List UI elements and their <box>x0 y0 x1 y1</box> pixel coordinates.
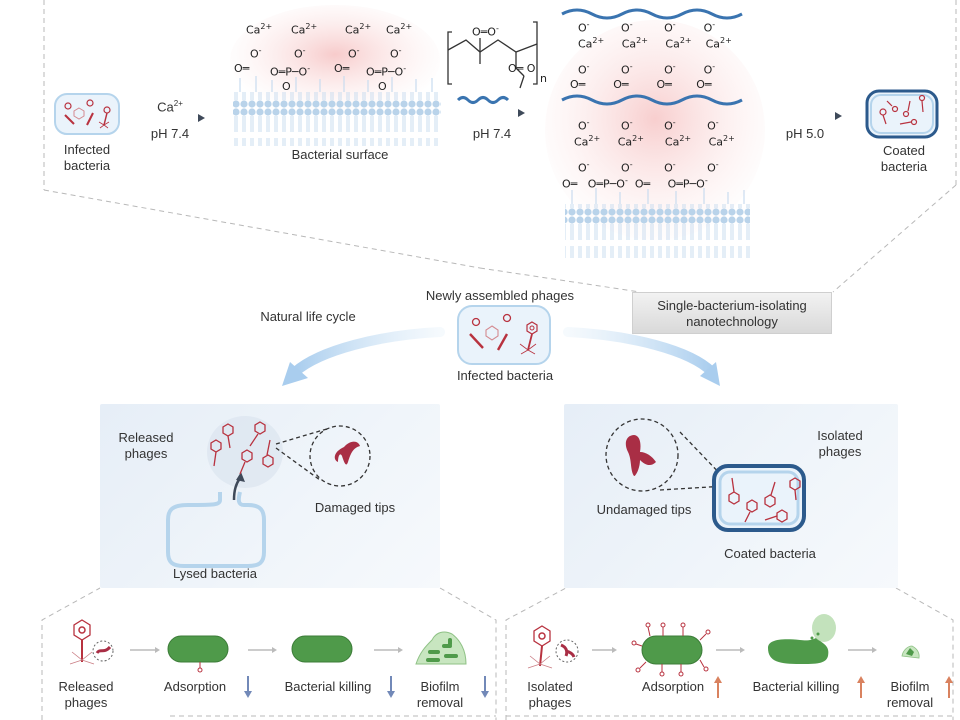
phosphate-group-2: O- <box>390 46 402 61</box>
arrow-step2 <box>460 109 525 117</box>
calcium-ion-3: Ca2+ <box>345 22 372 37</box>
bottom-right-border <box>505 587 954 720</box>
calcium-glow-2 <box>545 20 765 240</box>
bacterium-icon-1 <box>167 635 229 663</box>
step1-reagent: Ca2+ <box>157 99 183 115</box>
arrow-natural-life-cycle <box>282 327 445 386</box>
damaged-tip-icon <box>334 441 360 465</box>
phosphate-1-ester: O <box>282 80 291 93</box>
carbonyl-1: O═ <box>234 62 250 75</box>
step2-condition: pH 7.4 <box>472 126 512 141</box>
arrow-isolating-nanotechnology <box>563 327 720 386</box>
biofilm-increase-arrow-icon <box>944 676 954 703</box>
crosslink-oxygens-4: O- O- O- O- <box>578 160 719 175</box>
adsorption-decrease-arrow-icon <box>243 676 253 703</box>
polymer-subscript: n <box>540 72 547 85</box>
bottom-left-border <box>41 587 497 720</box>
biofilm-icon-large <box>415 631 467 665</box>
isolated-phages-label: Isolated phages <box>817 428 863 459</box>
carboxylate-group-1: O- <box>250 46 262 61</box>
crosslink-surface-groups: O═ O═P─O- O═ O═P─O- <box>562 176 708 191</box>
biofilm-icon-small <box>901 645 920 659</box>
single-adsorbed-phage <box>197 662 203 673</box>
arrow-step3 <box>778 112 842 120</box>
bacterial-membrane-1 <box>233 92 441 146</box>
coated-bacteria-panel-label: Coated bacteria <box>724 546 816 561</box>
undamaged-tips-label: Undamaged tips <box>596 502 692 517</box>
lysed-bacteria-icon <box>166 416 371 568</box>
arrow-step1 <box>140 114 205 122</box>
crosslink-carbonyls-1: O═ O═ O═ O═ <box>570 78 712 91</box>
adsorption-increase-arrow-icon <box>713 676 723 703</box>
carboxylate-group-2: O- <box>348 46 360 61</box>
crosslink-oxygens-1: O- O- O- O- <box>578 20 716 35</box>
phosphate-1-core: O═P─O- <box>270 64 311 79</box>
isolated-phage-icon <box>527 625 579 669</box>
bottom-left-step-3: Bacterial killing <box>284 679 372 694</box>
calcium-ion-4: Ca2+ <box>386 22 413 37</box>
newly-assembled-phages-label: Newly assembled phages <box>425 288 575 303</box>
step1-condition: pH 7.4 <box>150 126 190 141</box>
released-phages-label: Released phages <box>118 430 174 461</box>
calcium-ion-1: Ca2+ <box>246 22 273 37</box>
phosphate-group-1: O- <box>294 46 306 61</box>
membrane-polysaccharides-2 <box>571 188 745 204</box>
crosslink-row-upper: Ca2+ Ca2+ Ca2+ Ca2+ <box>578 36 732 51</box>
killing-decrease-arrow-icon <box>386 676 396 703</box>
coated-bacteria-panel-icon <box>605 418 806 532</box>
infected-bacteria-cell-middle <box>457 305 551 365</box>
killing-increase-arrow-icon <box>856 676 866 703</box>
bottom-right-step-2: Adsorption <box>641 679 705 694</box>
top-section-border <box>43 0 957 293</box>
crosslink-oxygens-3: O- O- O- O- <box>578 118 719 133</box>
crosslink-row-lower: Ca2+ Ca2+ Ca2+ Ca2+ <box>574 134 735 149</box>
bacterial-membrane-2 <box>565 204 750 258</box>
lysing-bacterium-icon <box>768 614 836 664</box>
polymer-chain-icon <box>456 96 510 104</box>
calcium-ion-2: Ca2+ <box>291 22 318 37</box>
bacterium-icon-2 <box>291 635 353 663</box>
calcium-glow-1 <box>230 5 440 115</box>
bottom-right-step-3: Bacterial killing <box>752 679 840 694</box>
polymer-carboxylate: O═O- <box>472 24 499 39</box>
membrane-polysaccharides-1 <box>239 76 433 92</box>
released-phage-icon <box>69 619 114 665</box>
damaged-tips-label: Damaged tips <box>314 500 396 515</box>
bottom-right-step-4: Biofilm removal <box>886 679 934 710</box>
undamaged-tip-icon <box>625 434 656 476</box>
polymer-chain-middle <box>561 94 743 106</box>
coated-bacteria-label: Coated bacteria <box>880 143 928 174</box>
polymer-structure <box>447 21 538 89</box>
phosphate-2-core: O═P─O- <box>366 64 407 79</box>
bacterial-surface-label: Bacterial surface <box>291 147 389 162</box>
bottom-left-step-4: Biofilm removal <box>416 679 464 710</box>
biofilm-decrease-arrow-icon <box>480 676 490 703</box>
polymer-ester: O═ O <box>508 62 536 75</box>
step3-condition: pH 5.0 <box>785 126 825 141</box>
isolating-nanotechnology-label: Single-bacterium-isolating nanotechnolog… <box>632 292 832 334</box>
natural-life-cycle-label: Natural life cycle <box>260 309 356 324</box>
bacterium-with-adsorbed-phages <box>631 622 711 677</box>
phosphate-2-ester: O <box>378 80 387 93</box>
crosslink-oxygens-2: O- O- O- O- <box>578 62 716 77</box>
infected-bacteria-cell-top <box>54 93 120 135</box>
carbonyl-2: O═ <box>334 62 350 75</box>
bottom-left-step-2: Adsorption <box>163 679 227 694</box>
coated-bacteria-cell-top <box>865 89 939 139</box>
infected-bacteria-label: Infected bacteria <box>63 142 111 173</box>
bottom-left-step-1: Released phages <box>58 679 114 710</box>
infected-bacteria-middle-label: Infected bacteria <box>456 368 554 383</box>
bottom-right-step-1: Isolated phages <box>527 679 573 710</box>
polymer-chain-top <box>561 8 743 20</box>
lysed-bacteria-label: Lysed bacteria <box>172 566 258 581</box>
